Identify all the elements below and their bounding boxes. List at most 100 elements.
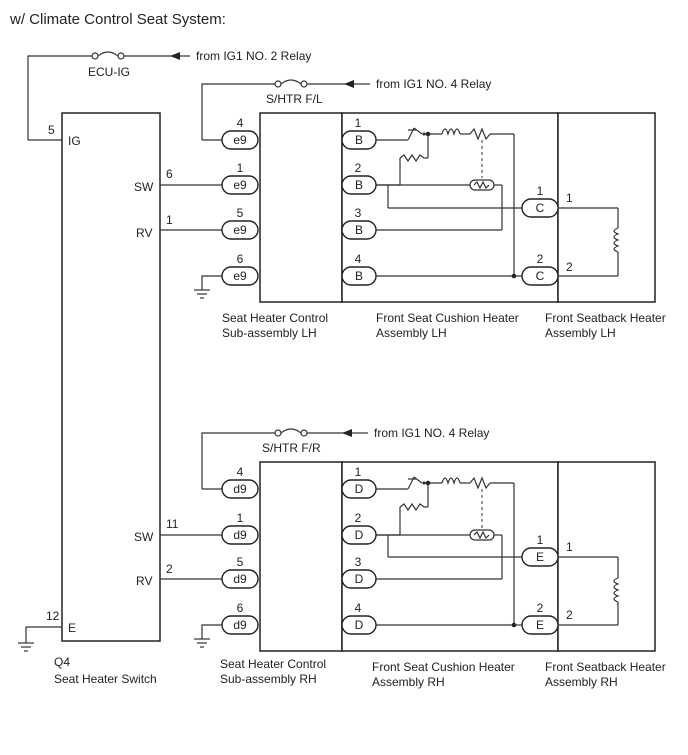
- rh-controller-connectors: d9 4 d9 1 d9 5 d9 6: [221, 465, 259, 635]
- switch-pin-ig-label: IG: [68, 134, 81, 148]
- svg-text:1: 1: [355, 465, 362, 479]
- svg-text:1: 1: [537, 184, 544, 198]
- svg-text:B: B: [355, 223, 363, 237]
- lh-seatback-heater-circuit: 1 2: [558, 191, 620, 277]
- seat-heater-switch: 5 IG SW RV SW RV E 12 Q4 Seat Heater Swi…: [18, 112, 161, 686]
- switch-pin-rv-lh-num: 1: [166, 213, 173, 227]
- lh-seatback-label-1: Front Seatback Heater: [545, 311, 666, 325]
- switch-name: Seat Heater Switch: [54, 672, 157, 686]
- arrow-left-icon: [170, 52, 180, 60]
- rh-controller-label-1: Seat Heater Control: [220, 657, 326, 671]
- svg-text:1: 1: [237, 511, 244, 525]
- svg-text:B: B: [355, 269, 363, 283]
- rh-section: from IG1 NO. 4 Relay S/HTR F/R d9 4 d9 1…: [194, 426, 666, 689]
- switch-pin-ig-num: 5: [48, 123, 55, 137]
- svg-text:6: 6: [237, 601, 244, 615]
- rh-controller-box: [259, 461, 343, 652]
- resistor-icon: [399, 153, 425, 163]
- svg-text:2: 2: [537, 252, 544, 266]
- svg-text:4: 4: [237, 465, 244, 479]
- svg-text:B: B: [355, 178, 363, 192]
- ground-icon: [18, 642, 34, 652]
- rh-controller-label-2: Sub-assembly RH: [220, 672, 317, 686]
- svg-text:E: E: [536, 618, 544, 632]
- svg-text:5: 5: [237, 555, 244, 569]
- switch-pin-sw-lh-label: SW: [134, 180, 154, 194]
- lh-cushion-label-1: Front Seat Cushion Heater: [376, 311, 519, 325]
- shtr-fl-fuse-label: S/HTR F/L: [266, 92, 323, 106]
- shtr-fr-fuse-icon: [274, 428, 308, 437]
- ecu-ig-fuse-label: ECU-IG: [88, 65, 130, 79]
- svg-text:d9: d9: [233, 528, 247, 542]
- svg-text:D: D: [355, 482, 364, 496]
- switch-pin-e-label: E: [68, 621, 76, 635]
- svg-text:D: D: [355, 528, 364, 542]
- svg-text:E: E: [536, 550, 544, 564]
- ground-icon: [194, 638, 210, 648]
- ecu-ig-fuse-icon: [91, 51, 125, 60]
- rh-seatback-connectors: E 1 E 2: [521, 533, 559, 635]
- heater-coil-icon: [441, 477, 461, 486]
- svg-text:2: 2: [355, 161, 362, 175]
- diagram-title: w/ Climate Control Seat System:: [9, 11, 226, 28]
- svg-text:e9: e9: [233, 269, 247, 283]
- switch-lh-wires: 6 1: [160, 167, 222, 231]
- svg-text:1: 1: [537, 533, 544, 547]
- resistor-icon: [469, 127, 491, 141]
- lh-seatback-outer-pin-2: 2: [566, 260, 573, 274]
- lh-controller-label-1: Seat Heater Control: [222, 311, 328, 325]
- heater-coil-icon: [613, 577, 620, 603]
- switch-pin-sw-lh-num: 6: [166, 167, 173, 181]
- svg-text:4: 4: [355, 601, 362, 615]
- svg-text:C: C: [536, 201, 545, 215]
- shtr-fr-source-label: from IG1 NO. 4 Relay: [374, 426, 489, 440]
- switch-pin-sw-rh-num: 11: [166, 517, 179, 531]
- lh-controller-box: [259, 112, 343, 303]
- svg-text:3: 3: [355, 206, 362, 220]
- arrow-left-icon: [344, 80, 354, 88]
- resistor-icon: [399, 502, 425, 512]
- lh-cushion-heater-circuit: [376, 127, 522, 279]
- lh-controller-connectors: e9 4 e9 1 e9 5 e9 6: [221, 116, 259, 286]
- switch-pin-sw-rh-label: SW: [134, 530, 154, 544]
- svg-text:D: D: [355, 572, 364, 586]
- lh-seatback-outer-pin-1: 1: [566, 191, 573, 205]
- svg-text:C: C: [536, 269, 545, 283]
- ecu-ig-circuit: from IG1 NO. 2 Relay ECU-IG: [27, 49, 311, 141]
- svg-text:e9: e9: [233, 223, 247, 237]
- svg-text:6: 6: [237, 252, 244, 266]
- lh-cushion-label-2: Assembly LH: [376, 326, 447, 340]
- svg-text:D: D: [355, 618, 364, 632]
- shtr-fl-source-label: from IG1 NO. 4 Relay: [376, 77, 491, 91]
- lh-controller-label-2: Sub-assembly LH: [222, 326, 317, 340]
- switch-pin-e-num: 12: [46, 609, 60, 623]
- switch-pin-rv-lh-label: RV: [136, 226, 152, 240]
- lh-cushion-connectors: B 1 B 2 B 3 B 4: [341, 116, 377, 286]
- resistor-icon: [469, 476, 491, 490]
- ecu-ig-source-label: from IG1 NO. 2 Relay: [196, 49, 311, 63]
- svg-text:d9: d9: [233, 482, 247, 496]
- svg-text:2: 2: [537, 601, 544, 615]
- rh-seatback-heater-circuit: 1 2: [558, 540, 620, 626]
- rh-seatback-label-2: Assembly RH: [545, 675, 618, 689]
- svg-text:2: 2: [355, 511, 362, 525]
- svg-text:B: B: [355, 133, 363, 147]
- rh-seatback-label-1: Front Seatback Heater: [545, 660, 666, 674]
- svg-text:d9: d9: [233, 618, 247, 632]
- svg-text:1: 1: [237, 161, 244, 175]
- rh-cushion-heater-circuit: [376, 476, 522, 628]
- switch-pin-rv-rh-num: 2: [166, 562, 173, 576]
- rh-cushion-label-1: Front Seat Cushion Heater: [372, 660, 515, 674]
- svg-text:e9: e9: [233, 133, 247, 147]
- lh-section: from IG1 NO. 4 Relay S/HTR F/L e9 4 e9 1…: [194, 77, 666, 340]
- svg-text:1: 1: [355, 116, 362, 130]
- lh-seatback-label-2: Assembly LH: [545, 326, 616, 340]
- svg-text:4: 4: [237, 116, 244, 130]
- rh-seatback-outer-pin-2: 2: [566, 608, 573, 622]
- svg-text:4: 4: [355, 252, 362, 266]
- arrow-left-icon: [342, 429, 352, 437]
- rh-seatback-outer-pin-1: 1: [566, 540, 573, 554]
- heater-coil-icon: [441, 128, 461, 137]
- switch-code: Q4: [54, 655, 70, 669]
- svg-text:e9: e9: [233, 178, 247, 192]
